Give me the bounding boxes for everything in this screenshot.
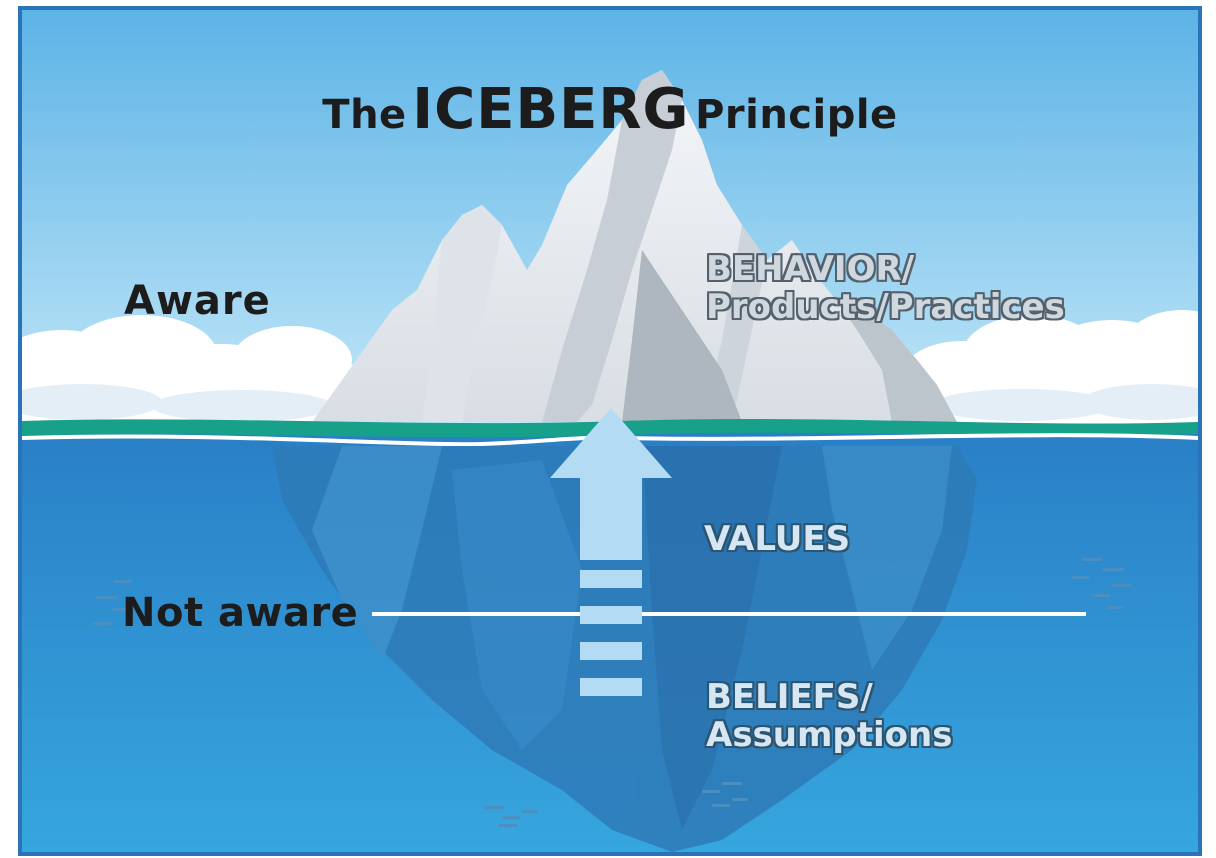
iceberg-diagram: The ICEBERG Principle Aware Not aware BE… bbox=[18, 6, 1202, 856]
title-suffix: Principle bbox=[695, 92, 898, 138]
beliefs-label-line1: BELIEFS/ bbox=[706, 677, 873, 717]
aware-label: Aware bbox=[124, 278, 271, 324]
behavior-label: BEHAVIOR/ Products/Practices bbox=[706, 250, 1065, 326]
title-prefix: The bbox=[322, 92, 407, 138]
page-title: The ICEBERG Principle bbox=[22, 82, 1198, 138]
not-aware-label: Not aware bbox=[122, 590, 359, 636]
title-main: ICEBERG bbox=[412, 77, 690, 142]
iceberg-illustration bbox=[22, 10, 1198, 852]
behavior-label-line1: BEHAVIOR/ bbox=[706, 249, 915, 289]
up-arrow-icon bbox=[550, 408, 672, 696]
behavior-label-line2: Products/Practices bbox=[706, 287, 1065, 328]
beliefs-label-line2: Assumptions bbox=[706, 715, 953, 756]
beliefs-label: BELIEFS/ Assumptions bbox=[706, 678, 952, 754]
fish-school-icon bbox=[92, 558, 1132, 827]
iceberg-tip bbox=[312, 70, 957, 422]
values-label: VALUES bbox=[704, 519, 851, 559]
